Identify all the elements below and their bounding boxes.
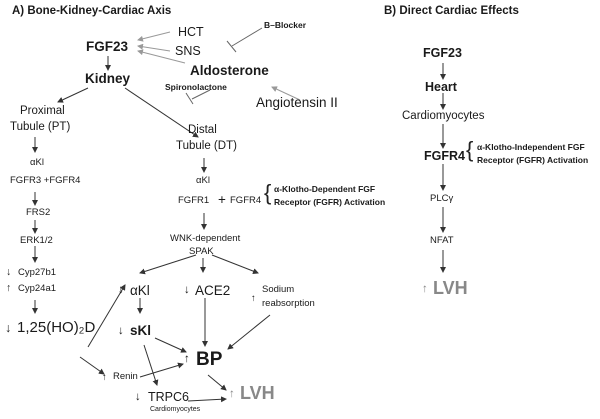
inhibit-bblocker-sns xyxy=(231,27,263,47)
sodium-line1: Sodium xyxy=(262,284,295,295)
arrow-vitd-renin xyxy=(79,356,105,375)
b-lvh-node: LVH xyxy=(433,278,468,298)
brace-icon: { xyxy=(264,180,272,205)
ace2-node: ACE2 xyxy=(195,283,231,298)
dt-label-line2: Tubule (DT) xyxy=(176,140,237,152)
inhibit-bar-spiro xyxy=(185,92,194,105)
klotho-independent-line1: α-Klotho-Independent FGF xyxy=(477,142,585,152)
sns-label: SNS xyxy=(175,44,201,58)
wnk-line2: SPAK xyxy=(189,246,214,257)
cyp24a1-node: Cyp24a1 xyxy=(18,283,57,294)
cardiomyocytes-sub: Cardiomyocytes xyxy=(150,406,201,413)
fgf23-node: FGF23 xyxy=(86,39,129,54)
b-blocker-label: B–Blocker xyxy=(264,20,307,30)
kidney-node: Kidney xyxy=(85,71,131,86)
down-arrow-icon: ↓ xyxy=(118,284,124,296)
arrow-vitd-akl xyxy=(87,284,126,348)
pt-label-line1: Proximal xyxy=(20,105,65,117)
trpc6-node: TRPC6 xyxy=(148,390,189,404)
down-arrow-icon: ↓ xyxy=(118,325,124,337)
arrow-spak-sodium xyxy=(211,254,259,274)
hct-label: HCT xyxy=(178,25,204,39)
spironolactone-label: Spironolactone xyxy=(165,82,227,92)
down-arrow-icon: ↓ xyxy=(6,266,12,278)
pt-fgfr: FGFR3 +FGFR4 xyxy=(10,175,81,186)
dt-fgfr1: FGFR1 xyxy=(178,195,210,206)
dt-label-line1: Distal xyxy=(188,124,217,136)
arrow-skl-bp xyxy=(154,337,187,353)
arrow-aldo-fgf23 xyxy=(137,49,186,64)
klotho-dependent-line1: α-Klotho-Dependent FGF xyxy=(274,184,376,194)
arrow-angiotensin-aldo xyxy=(271,86,301,101)
klotho-independent-line2: Receptor (FGFR) Activation xyxy=(477,155,589,165)
sodium-line2: reabsorption xyxy=(262,298,315,309)
pt-aklotho: αKl xyxy=(30,157,44,168)
dt-aklotho: αKl xyxy=(196,175,210,186)
panel-a-title: A) Bone-Kidney-Cardiac Axis xyxy=(12,5,172,17)
dt-fgfr4: FGFR4 xyxy=(230,195,262,206)
up-arrow-icon: ↑ xyxy=(102,372,107,383)
arrow-sns-fgf23 xyxy=(137,43,171,52)
arrow-trpc6-lvh xyxy=(187,396,227,403)
arrow-renin-bp xyxy=(139,362,184,378)
frs2-node: FRS2 xyxy=(26,207,51,218)
b-cardiomyocytes-node: Cardiomyocytes xyxy=(402,110,485,122)
arrow-sodium-bp xyxy=(227,314,271,350)
erk-node: ERK1/2 xyxy=(20,235,53,246)
down-arrow-icon: ↓ xyxy=(135,391,141,403)
arrow-kidney-pt xyxy=(57,87,89,103)
down-arrow-icon: ↓ xyxy=(184,284,190,296)
inhibit-spiro-aldo xyxy=(191,89,211,100)
soluble-klotho-node: sKl xyxy=(130,323,152,338)
up-arrow-icon: ↑ xyxy=(251,293,256,304)
angiotensin-label: Angiotensin II xyxy=(256,95,338,110)
dt-plus: + xyxy=(218,192,226,207)
up-arrow-icon: ↑ xyxy=(6,282,12,294)
up-arrow-icon: ↑ xyxy=(184,353,190,365)
pt-label-line2: Tubule (PT) xyxy=(10,121,71,133)
arrow-bp-lvh xyxy=(207,374,227,391)
b-nfat-node: NFAT xyxy=(430,235,454,246)
b-fgfr4-node: FGFR4 xyxy=(424,149,465,163)
wnk-line1: WNK-dependent xyxy=(170,233,241,244)
b-heart-node: Heart xyxy=(425,80,457,94)
arrow-spak-akl xyxy=(139,254,197,275)
down-arrow-icon: ↓ xyxy=(5,321,12,335)
brace-icon: { xyxy=(466,137,474,162)
arrow-skl-trpc6 xyxy=(143,344,159,386)
b-fgf23-node: FGF23 xyxy=(423,46,462,60)
bp-node: BP xyxy=(196,349,223,370)
aklotho-node: αKl xyxy=(130,283,150,298)
lvh-node: LVH xyxy=(240,383,275,403)
renin-node: Renin xyxy=(113,371,138,382)
up-arrow-icon: ↑ xyxy=(422,283,428,295)
klotho-dependent-line2: Receptor (FGFR) Activation xyxy=(274,197,386,207)
up-arrow-icon: ↑ xyxy=(229,388,235,400)
cyp27b1-node: Cyp27b1 xyxy=(18,267,57,278)
arrow-kidney-dt xyxy=(124,87,199,138)
aldosterone-label: Aldosterone xyxy=(190,63,269,78)
vitamin-d-node: 1,25(HO)₂D xyxy=(17,319,96,336)
arrow-hct-fgf23 xyxy=(137,31,171,42)
b-plc-node: PLCγ xyxy=(430,193,454,204)
inhibit-bar-bblocker xyxy=(226,40,237,53)
panel-b-title: B) Direct Cardiac Effects xyxy=(384,5,519,17)
